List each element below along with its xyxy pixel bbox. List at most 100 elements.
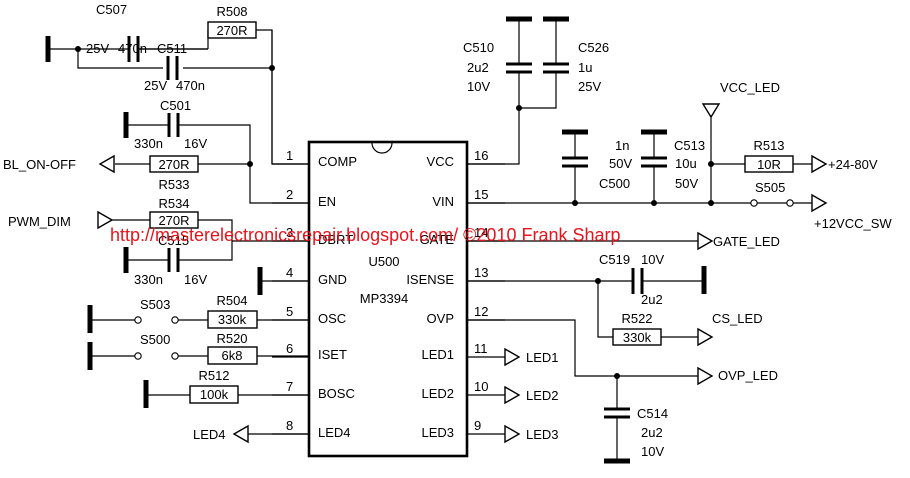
r512-value: 100k [200, 387, 229, 402]
capacitor-c515 [167, 248, 180, 272]
v12-sw-label: +12VCC_SW [814, 216, 892, 231]
s500-ref: S500 [140, 332, 170, 347]
c501-voltage: 16V [184, 136, 207, 151]
r533-ref: R533 [158, 177, 189, 192]
led3-port-icon [504, 424, 521, 444]
switch-contact [171, 316, 179, 324]
led-outputs: LED1 LED2 LED3 [504, 347, 559, 444]
switch-contact [171, 352, 179, 360]
pin3-num: 3 [286, 225, 293, 240]
pwm-dim-label: PWM_DIM [8, 214, 71, 229]
pin13-name: ISENSE [406, 272, 454, 287]
c515-value: 330n [134, 272, 163, 287]
c501-ref: C501 [160, 98, 191, 113]
r534-value: 270R [158, 213, 189, 228]
isense-network: C519 10V 2u2 330k R522 CS_LED [467, 252, 763, 347]
pin2-num: 2 [286, 187, 293, 202]
pin4-name: GND [318, 272, 347, 287]
r513-value: 10R [757, 157, 781, 172]
ic-ref: U500 [368, 254, 399, 269]
c510-value: 2u2 [467, 60, 489, 75]
c500-value: 1n [615, 138, 629, 153]
iset-network: S500 6k8 R520 [87, 331, 309, 370]
pwm-dim-port-icon [97, 210, 114, 230]
pin12-name: OVP [427, 311, 454, 326]
c507-voltage: 25V [86, 41, 109, 56]
vin-network: 1n 50V C500 C513 10u 50V VCC_LED 10R R51… [467, 80, 892, 231]
pin5-name: OSC [318, 311, 346, 326]
c519-voltage: 10V [641, 252, 664, 267]
vcc-led-label: VCC_LED [720, 80, 780, 95]
ovp-led-label: OVP_LED [718, 368, 778, 383]
r534-ref: R534 [158, 196, 189, 211]
pin9-name: LED3 [421, 425, 454, 440]
led1-label: LED1 [526, 350, 559, 365]
r522-value: 330k [623, 330, 652, 345]
pin12-num: 12 [474, 304, 488, 319]
r513-ref: R513 [753, 138, 784, 153]
capacitor-c501 [167, 113, 180, 137]
junction [708, 161, 714, 167]
capacitor-c526 [543, 62, 569, 74]
c514-value: 2u2 [641, 425, 663, 440]
c513-value: 10u [675, 156, 697, 171]
r512-ref: R512 [198, 368, 229, 383]
en-network: C501 330n 16V 270R R533 BL_ON-OFF [3, 98, 309, 204]
v24-80-label: +24-80V [828, 157, 878, 172]
c526-ref: C526 [578, 40, 609, 55]
c507-value: 470n [118, 41, 147, 56]
r533-value: 270R [158, 157, 189, 172]
ic-u500: U500 MP3394 COMP EN DBRT GND OSC ISET BO… [272, 140, 505, 458]
pin15-name: VIN [432, 194, 454, 209]
bl-on-off-port-icon [98, 154, 115, 174]
switch-contact [134, 316, 142, 324]
pin1-num: 1 [286, 148, 293, 163]
junction [516, 105, 522, 111]
junction [708, 200, 714, 206]
c514-ref: C514 [637, 406, 668, 421]
pin11-name: LED1 [421, 347, 454, 362]
ovp-network: C514 2u2 10V OVP_LED [467, 319, 778, 464]
comp-network: C507 25V 470n 270R R508 C511 25V 470n [45, 2, 309, 165]
junction [75, 46, 81, 52]
ic-part: MP3394 [360, 291, 408, 306]
r504-value: 330k [218, 312, 247, 327]
c511-ref: C511 [157, 41, 187, 56]
led4-network: LED4 [193, 424, 309, 444]
r508-value: 270R [216, 23, 247, 38]
switch-contact [750, 199, 758, 207]
led1-port-icon [504, 347, 521, 367]
resistor-r512 [189, 385, 239, 404]
pin7-name: BOSC [318, 386, 355, 401]
junction [651, 200, 657, 206]
vcc-wires [467, 19, 557, 165]
c511-value: 470n [176, 78, 205, 93]
led4-port-icon [232, 424, 249, 444]
c500-voltage: 50V [609, 156, 632, 171]
comp-wires [48, 29, 309, 165]
resistor-r534 [149, 211, 199, 229]
c514-voltage: 10V [641, 444, 664, 459]
c510-ref: C510 [463, 40, 494, 55]
pin5-num: 5 [286, 304, 293, 319]
c519-ref: C519 [599, 252, 630, 267]
pin8-num: 8 [286, 418, 293, 433]
pin13-num: 13 [474, 265, 488, 280]
led2-label: LED2 [526, 388, 559, 403]
pin4-num: 4 [286, 265, 293, 280]
v12-sw-port-icon [811, 193, 828, 213]
ovp-wires [467, 319, 698, 460]
c513-ref: C513 [674, 138, 705, 153]
led3-label: LED3 [526, 427, 559, 442]
resistor-r513 [744, 155, 794, 173]
c507-ref: C507 [96, 2, 127, 17]
r520-value: 6k8 [222, 348, 243, 363]
c511-voltage: 25V [144, 78, 167, 93]
vcc-led-port-icon [701, 103, 721, 119]
vin-wires [467, 110, 812, 204]
capacitor-c500 [562, 156, 588, 168]
gnd-pin-network [257, 267, 309, 295]
pin10-name: LED2 [421, 386, 454, 401]
